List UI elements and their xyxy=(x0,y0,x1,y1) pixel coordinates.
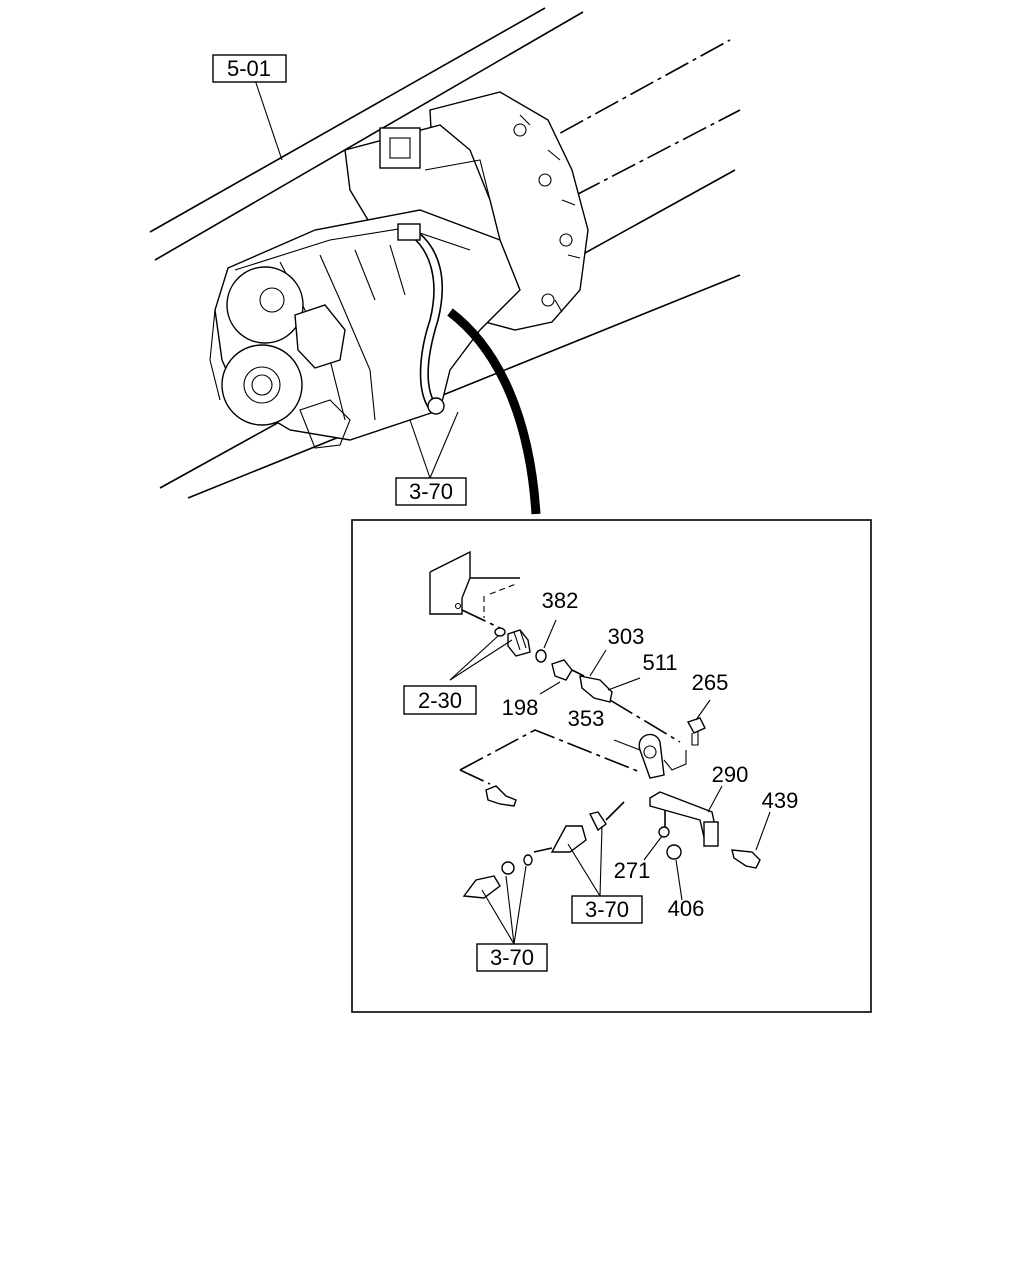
detail-view-parts xyxy=(429,550,771,945)
leader-trans-b xyxy=(429,411,459,479)
leader-frame xyxy=(254,79,283,161)
detail-callout-arrow xyxy=(447,308,541,515)
part-number-439: 439 xyxy=(762,788,799,813)
part-number-271: 271 xyxy=(614,858,651,883)
fitting-ref-label-c: 3-70 xyxy=(490,945,534,970)
part-number-353: 353 xyxy=(568,706,605,731)
part-number-382: 382 xyxy=(542,588,579,613)
part-number-303: 303 xyxy=(608,624,645,649)
frame-ref-label: 5-01 xyxy=(227,56,271,81)
transmission-assembly xyxy=(209,91,589,449)
fitting-ref-label-b: 3-70 xyxy=(585,897,629,922)
part-number-290: 290 xyxy=(712,762,749,787)
fitting-ref-box-b: 3-70 xyxy=(571,895,643,924)
leader-trans-a xyxy=(409,419,431,479)
transmission-ref-label: 3-70 xyxy=(409,479,453,504)
frame-ref-box: 5-01 xyxy=(212,54,287,83)
transmission-ref-box: 3-70 xyxy=(395,477,467,506)
part-number-511: 511 xyxy=(642,650,677,675)
fitting-ref-label: 2-30 xyxy=(418,688,462,713)
part-number-265: 265 xyxy=(692,670,729,695)
part-number-198: 198 xyxy=(502,695,539,720)
fitting-ref-box-c: 3-70 xyxy=(476,943,548,972)
fitting-ref-box: 2-30 xyxy=(403,685,477,715)
part-number-406: 406 xyxy=(668,896,705,921)
